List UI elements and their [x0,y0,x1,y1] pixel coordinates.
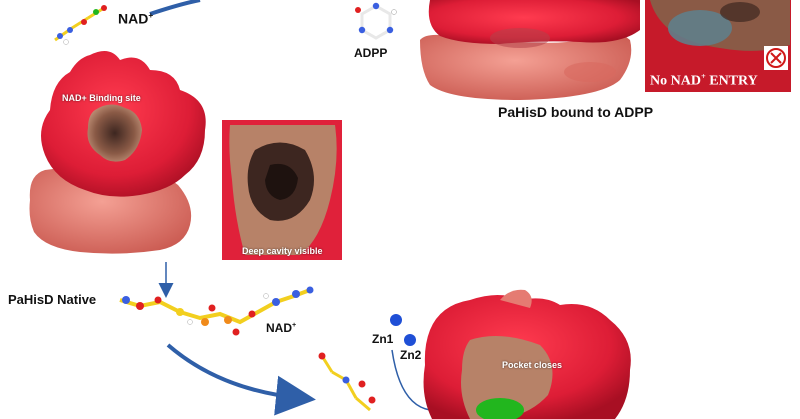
protein-native [29,51,206,254]
label-binding-site: NAD+ Binding site [62,93,141,103]
label-nad-top: NAD+ [118,10,154,27]
ligand-bottom [318,352,376,412]
label-adpp: ADPP [354,46,388,60]
protein-bound-adpp [420,0,640,100]
nad-ligand-top [54,5,107,45]
ligand-green-in-pocket [476,398,524,419]
label-deep-cavity: Deep cavity visible [242,246,323,256]
no-entry-inset [645,0,791,92]
arrow-bottom [166,343,316,416]
deep-cavity-inset [222,120,342,260]
arrow-top [149,0,201,16]
label-native-caption: PaHisD Native [8,292,97,307]
label-bound-caption: PaHisD bound to ADPP [498,104,654,120]
protein-pocket-closed [423,289,631,419]
label-nad-middle: NAD+ [266,320,297,335]
label-no-entry: No NAD+ ENTRY [650,72,758,89]
label-pocket-closes: Pocket closes [502,360,563,370]
zinc-atom-1 [390,314,402,326]
no-entry-icon [764,46,788,70]
zinc-atom-2 [404,334,416,346]
label-zn2: Zn2 [400,348,422,362]
adpp-ligand [355,2,397,40]
label-zn1: Zn1 [372,332,394,346]
connector-bottom [391,349,431,411]
nad-ligand-middle [119,286,314,336]
